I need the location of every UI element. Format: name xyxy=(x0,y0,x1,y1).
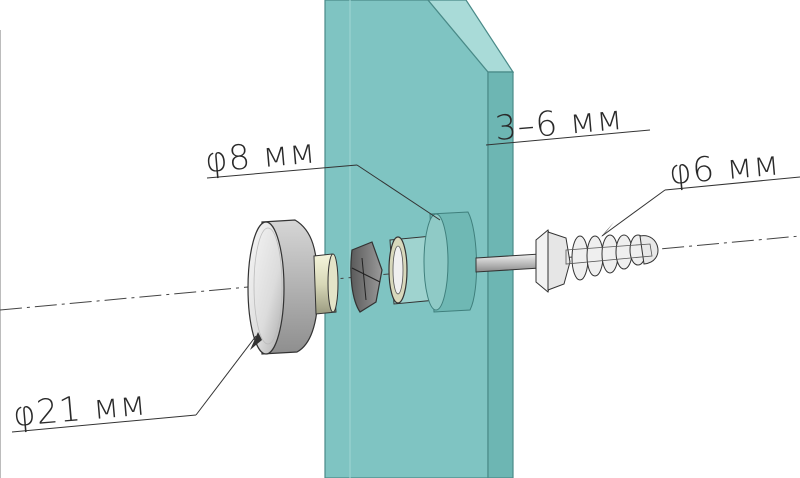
leader-lines xyxy=(11,129,800,433)
dim-cap: φ21 мм xyxy=(11,383,148,435)
decorative-cap xyxy=(247,219,319,355)
arrowhead-screw xyxy=(600,222,614,238)
hole-bushing xyxy=(388,211,478,313)
glass-side xyxy=(487,71,514,478)
spacer-sleeve xyxy=(313,253,339,315)
dim-glass-hole: φ8 мм xyxy=(203,131,317,181)
arrowhead-cap xyxy=(250,332,262,350)
screw-dowel xyxy=(535,229,659,293)
conical-washer xyxy=(350,241,383,313)
dim-screw: φ6 мм xyxy=(667,143,781,193)
